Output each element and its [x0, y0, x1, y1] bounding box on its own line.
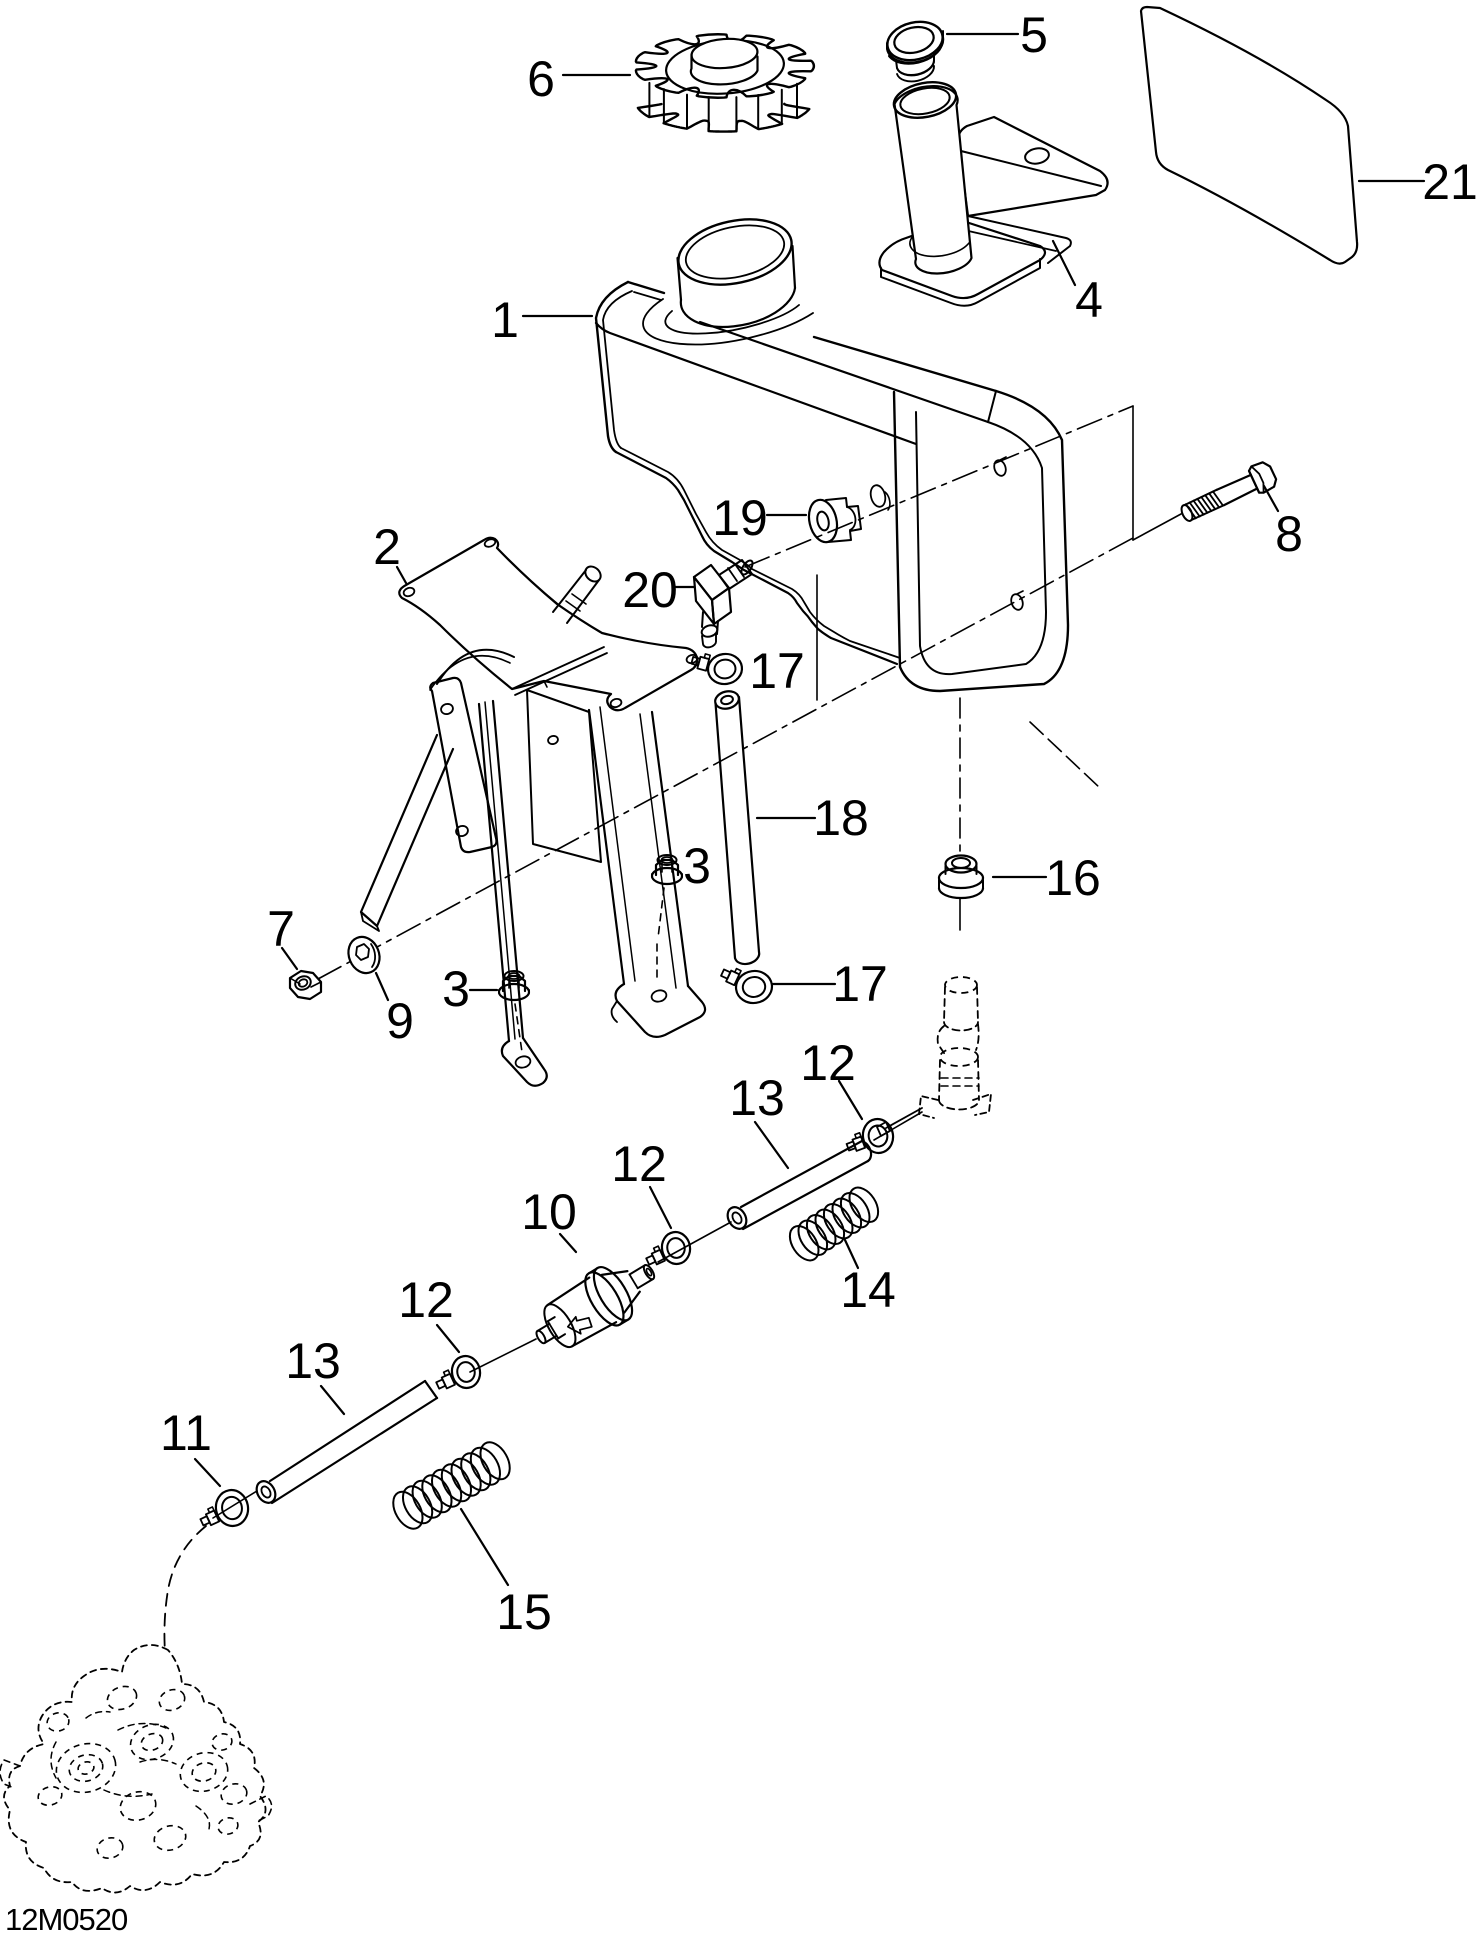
svg-text:20: 20 — [622, 562, 678, 618]
svg-text:14: 14 — [840, 1262, 896, 1318]
svg-text:17: 17 — [749, 643, 805, 699]
svg-text:12: 12 — [800, 1035, 856, 1091]
svg-text:16: 16 — [1045, 850, 1101, 906]
svg-text:12M0520: 12M0520 — [5, 1902, 128, 1933]
svg-text:17: 17 — [832, 956, 888, 1012]
svg-text:21: 21 — [1422, 154, 1477, 210]
svg-text:10: 10 — [521, 1184, 577, 1240]
svg-text:9: 9 — [386, 993, 414, 1049]
svg-text:2: 2 — [373, 519, 401, 575]
svg-text:15: 15 — [496, 1584, 552, 1640]
svg-text:1: 1 — [491, 292, 519, 348]
svg-text:3: 3 — [683, 838, 711, 894]
svg-text:19: 19 — [712, 490, 768, 546]
svg-text:12: 12 — [398, 1272, 454, 1328]
svg-text:8: 8 — [1275, 506, 1303, 562]
svg-text:4: 4 — [1075, 272, 1103, 328]
svg-text:18: 18 — [813, 790, 869, 846]
svg-text:7: 7 — [267, 901, 295, 957]
svg-text:13: 13 — [285, 1333, 341, 1389]
svg-text:13: 13 — [729, 1070, 785, 1126]
svg-text:11: 11 — [160, 1405, 212, 1461]
svg-text:12: 12 — [611, 1136, 667, 1192]
svg-text:3: 3 — [442, 961, 470, 1017]
svg-text:5: 5 — [1020, 7, 1048, 63]
svg-text:6: 6 — [527, 51, 555, 107]
